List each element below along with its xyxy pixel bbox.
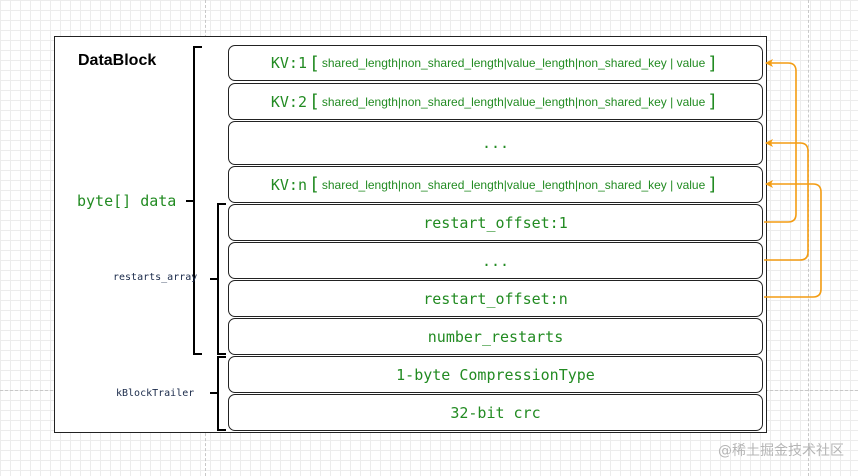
close-bracket: ]: [707, 174, 719, 195]
open-bracket: [: [309, 91, 320, 112]
kv-row-1: KV:1[shared_length|non_shared_length|val…: [228, 45, 763, 81]
crc-row: 32-bit crc: [228, 394, 763, 431]
open-bracket: [: [309, 174, 320, 195]
kv-fields: shared_length|non_shared_length|value_le…: [321, 94, 706, 109]
kv-fields: shared_length|non_shared_length|value_le…: [321, 177, 706, 192]
kv-index: KV:2: [270, 92, 307, 111]
kv-row-2: KV:2[shared_length|non_shared_length|val…: [228, 83, 763, 120]
kv-fields: shared_length|non_shared_length|value_le…: [321, 56, 706, 70]
data-bracket: [186, 46, 202, 355]
byte-data-label: byte[] data: [77, 192, 177, 210]
restarts-bracket: [210, 203, 226, 355]
restart-offset-n-row: restart_offset:n: [228, 280, 763, 317]
watermark: @稀土掘金技术社区: [718, 443, 844, 459]
restart-n-arrow: [764, 180, 822, 298]
kv-index: KV:1: [270, 54, 307, 72]
close-bracket: ]: [707, 91, 719, 112]
restart-offset-1-row: restart_offset:1: [228, 204, 763, 241]
number-restarts-row: number_restarts: [228, 318, 763, 355]
restart-ellipsis-row: ...: [228, 242, 763, 279]
open-bracket: [: [309, 52, 320, 74]
compression-type-row: 1-byte CompressionType: [228, 356, 763, 393]
kv-row-n: KV:n[shared_length|non_shared_length|val…: [228, 166, 763, 203]
trailer-bracket: [210, 356, 226, 431]
kv-ellipsis-row: ...: [228, 121, 763, 165]
close-bracket: ]: [707, 52, 719, 74]
diagram-title: DataBlock: [78, 52, 157, 69]
restart-mid-arrow: [764, 139, 809, 261]
kv-index: KV:n: [270, 175, 307, 194]
block-trailer-label: kBlockTrailer: [116, 388, 195, 399]
restarts-array-label: restarts_array: [113, 272, 198, 283]
